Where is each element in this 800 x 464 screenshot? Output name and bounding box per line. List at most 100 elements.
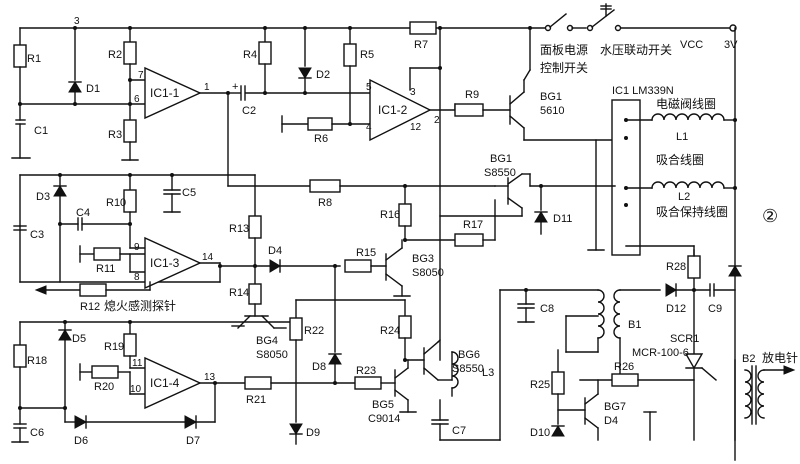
diode-d10 (551, 425, 565, 437)
label-r23: R23 (356, 365, 376, 377)
resistor-r1 (13, 44, 27, 68)
label-bg7-type: D4 (604, 415, 618, 427)
label-r11: R11 (96, 263, 115, 275)
hold-driver (227, 173, 616, 247)
pin-12: 12 (410, 122, 422, 133)
coil-l1 (651, 113, 725, 121)
label-water-link-switch: 水压联动开关 (600, 43, 672, 57)
panel-switch-blade (549, 13, 567, 28)
label-d6: D6 (74, 435, 88, 447)
label-r21: R21 (246, 394, 266, 406)
resistor-r8 (309, 179, 341, 193)
label-bg1-mid: BG1 (490, 153, 512, 165)
top-rail (19, 3, 737, 32)
label-panel-power: 面板电源 (540, 43, 588, 57)
coil-l2 (651, 181, 725, 189)
diode-d5 (58, 329, 72, 341)
label-d5: D5 (72, 333, 86, 345)
label-3v: 3V (724, 39, 738, 51)
label-r25: R25 (530, 379, 550, 391)
coil-l3 (451, 351, 459, 389)
pin-4: 4 (366, 122, 372, 133)
label-d10: D10 (530, 427, 550, 439)
label-scr1: SCR1 (670, 333, 699, 345)
pin-7: 7 (138, 70, 144, 81)
label-c2: C2 (242, 105, 256, 117)
label-c2-plus: + (232, 81, 238, 93)
water-switch-blade (591, 9, 615, 28)
pin-3-top: 3 (74, 16, 80, 27)
resistor-r6 (307, 117, 333, 131)
label-d9: D9 (306, 427, 320, 439)
resistor-r15 (344, 259, 372, 273)
pin-1: 1 (204, 82, 210, 93)
label-c8: C8 (540, 303, 554, 315)
transformer-b2-primary (744, 369, 752, 419)
resistor-r26 (611, 373, 639, 387)
diode-d12 (665, 283, 677, 297)
resistor-r28 (687, 255, 701, 279)
label-ic1-1: IC1-1 (150, 86, 180, 100)
label-r18: R18 (27, 355, 47, 367)
label-d4: D4 (268, 245, 282, 257)
diode-d8 (328, 353, 342, 365)
label-ic1-3: IC1-3 (150, 256, 180, 270)
label-bg1-top: BG1 (540, 91, 562, 103)
label-bg6-type: S8550 (452, 363, 484, 375)
label-r20: R20 (94, 381, 114, 393)
pin-14: 14 (202, 252, 214, 263)
pin-6: 6 (134, 94, 140, 105)
label-ic1-4: IC1-4 (150, 376, 180, 390)
bg5-bg6-block (289, 289, 501, 445)
ic1-lm339n-package (611, 99, 641, 256)
resistor-r20 (91, 365, 119, 379)
label-c9: C9 (708, 303, 722, 315)
label-bg3: BG3 (412, 253, 434, 265)
label-vcc: VCC (680, 39, 703, 51)
resistor-r14 (248, 283, 262, 305)
transformer-b2-secondary (757, 369, 765, 419)
comparator-ic1-4 (144, 356, 202, 410)
label-discharge-pin: 放电针 (762, 350, 798, 365)
label-r13: R13 (229, 223, 249, 235)
label-bg5-type: C9014 (368, 413, 400, 425)
label-r14: R14 (229, 287, 249, 299)
ic1-3-block (13, 173, 341, 317)
label-l2: L2 (678, 191, 690, 203)
label-bg4: BG4 (256, 335, 278, 347)
label-figure-number: ② (762, 206, 778, 227)
label-d12: D12 (666, 303, 686, 315)
label-c5: C5 (182, 187, 196, 199)
label-r4: R4 (243, 49, 257, 61)
diode-d1 (68, 81, 82, 93)
diode-d11 (534, 211, 548, 223)
ic1-4-block (11, 320, 356, 443)
label-r7: R7 (414, 39, 428, 51)
resistor-r12 (79, 283, 107, 297)
label-r3: R3 (108, 129, 122, 141)
label-ic1-chip: IC1 LM339N (612, 85, 674, 97)
panel-switch-contact (544, 24, 552, 32)
label-d11: D11 (553, 213, 572, 225)
label-pull-coil: 吸合线圈 (656, 152, 704, 167)
diode-d6 (74, 415, 88, 429)
discharge-pin-arrow-icon (783, 365, 796, 375)
diode-d4 (269, 259, 281, 273)
label-r24: R24 (380, 325, 400, 337)
label-r17: R17 (463, 219, 483, 231)
label-flame-probe: 熄火感测探针 (104, 298, 176, 313)
diode-d3 (53, 185, 67, 197)
label-d3: D3 (36, 191, 50, 203)
label-d1: D1 (86, 83, 100, 95)
scr1 (684, 353, 704, 370)
diode-d9 (289, 423, 303, 435)
label-c4: C4 (76, 207, 90, 219)
resistor-r4 (258, 41, 272, 65)
transformer-b1-primary (597, 289, 605, 339)
resistor-r3 (123, 119, 137, 143)
ic1-1-block (11, 26, 229, 161)
comparator-ic1-3 (144, 236, 202, 290)
resistor-r11 (93, 247, 121, 261)
